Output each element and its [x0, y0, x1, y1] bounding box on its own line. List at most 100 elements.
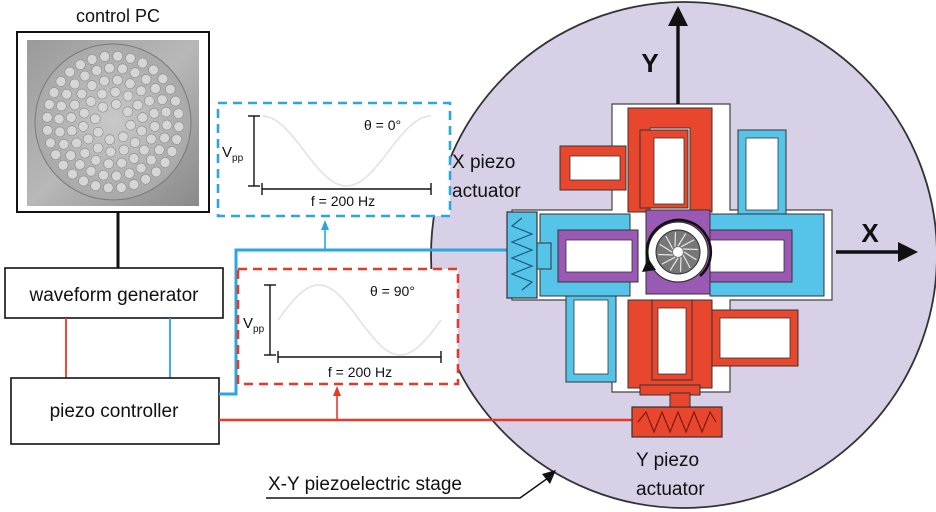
fiber-core: [55, 76, 67, 87]
y-actuator-label-line1: Y piezo: [636, 450, 699, 471]
fiber-core: [173, 121, 185, 132]
fiber-core: [65, 150, 76, 161]
fiber-spoke: [679, 257, 682, 272]
fiber-core: [99, 51, 110, 62]
fiber-core: [92, 126, 104, 138]
x-actuator-label-line1: X piezo: [452, 152, 515, 173]
fiber-spoke: [677, 233, 687, 247]
fiber-core: [86, 54, 98, 65]
fiber-core: [129, 67, 141, 78]
fiber-spoke: [674, 232, 677, 247]
fiber-core: [150, 83, 161, 94]
freq-bar-y: [277, 351, 442, 363]
fiber-core: [85, 166, 97, 177]
fiber-core: [79, 107, 90, 119]
fiber-core: [76, 88, 88, 100]
fiber-core: [135, 85, 147, 97]
fiber-core: [129, 137, 141, 148]
fiber-core: [99, 75, 110, 87]
fiber-core: [53, 113, 65, 125]
fiber-core: [50, 149, 62, 160]
fiber-core: [54, 126, 66, 138]
x-axis-arrow-icon: [836, 242, 918, 262]
fiber-core: [78, 175, 89, 187]
fiber-core: [86, 80, 98, 91]
fiber-core: [154, 144, 165, 156]
piezo-controller-label: piezo controller: [50, 401, 180, 422]
fiber-core: [135, 162, 147, 174]
fiber-core: [75, 59, 86, 70]
fiber-core: [78, 121, 89, 132]
fiber-core: [57, 159, 69, 171]
sine-wave-x: [261, 115, 432, 187]
phase-label-y: θ = 90°: [370, 283, 415, 299]
fiber-core: [105, 146, 116, 158]
fiber-core: [146, 133, 157, 145]
fiber-core: [98, 169, 109, 181]
fiber-core: [85, 96, 97, 107]
rotation-arrow-icon: [642, 218, 713, 277]
fiber-core: [69, 78, 80, 90]
waveform-generator-label: waveform generator: [29, 285, 200, 306]
fiber-core: [140, 74, 152, 85]
fiber-core: [128, 153, 140, 164]
pc-screen-image: [27, 40, 199, 206]
fiber-core: [82, 133, 94, 145]
fiber-core: [170, 95, 181, 107]
fiber-core: [140, 174, 151, 185]
piezo-controller-box: [10, 377, 220, 445]
blue-arrow: [321, 220, 329, 250]
waveform-panel-x: [216, 101, 452, 218]
fiber-core: [90, 155, 102, 166]
fiber-core: [110, 99, 122, 110]
fiber-core: [104, 62, 115, 74]
red-arrow: [333, 386, 341, 420]
fiber-spoke: [683, 248, 698, 251]
axis-x-label: X: [861, 218, 879, 248]
fiber-core: [66, 125, 78, 136]
fiber-core: [104, 134, 116, 145]
sine-wave-y: [277, 284, 442, 356]
fiber-core: [159, 157, 171, 168]
fiber-core: [165, 84, 176, 95]
fiber-core: [166, 146, 178, 157]
fiber-core: [116, 182, 127, 193]
y-piezo-actuator: [631, 392, 723, 438]
fiber-core: [79, 147, 91, 159]
fiber-core: [110, 86, 121, 98]
fiber-spoke: [658, 253, 673, 256]
vpp-bar-y: [264, 284, 276, 356]
fiber-spoke: [661, 256, 676, 265]
fiber-core: [41, 112, 53, 123]
fiber-core: [150, 166, 162, 178]
fiber-core: [79, 70, 91, 82]
x-piezo-actuator: [506, 211, 552, 299]
fiber-core: [111, 170, 122, 182]
fiber-core: [69, 99, 80, 111]
fiber-core: [103, 158, 114, 170]
phase-label-x: θ = 0°: [364, 117, 401, 133]
fiber-core: [160, 106, 172, 118]
fiber-core: [64, 66, 76, 78]
fiber-core: [92, 142, 104, 154]
fiber-core: [125, 119, 136, 131]
pc-label: control PC: [76, 6, 160, 26]
fiber-core: [45, 137, 56, 149]
fiber-core: [97, 101, 109, 113]
fiber-core: [48, 87, 60, 98]
fiber-core: [124, 168, 135, 179]
fiber-core: [90, 113, 101, 125]
fiber-core: [91, 65, 102, 76]
fiber-core: [43, 99, 55, 110]
fiber-core: [137, 57, 148, 69]
fiber-core: [74, 159, 86, 170]
fiber-spoke: [665, 235, 674, 250]
fiber-core: [125, 52, 136, 64]
fiber-core: [96, 88, 108, 100]
freq-label-y: f = 200 Hz: [328, 364, 392, 380]
fiber-core: [116, 157, 127, 169]
fiber-core: [159, 132, 170, 144]
vpp-label-y: Vpp: [243, 315, 265, 335]
fiber-core: [103, 182, 114, 194]
